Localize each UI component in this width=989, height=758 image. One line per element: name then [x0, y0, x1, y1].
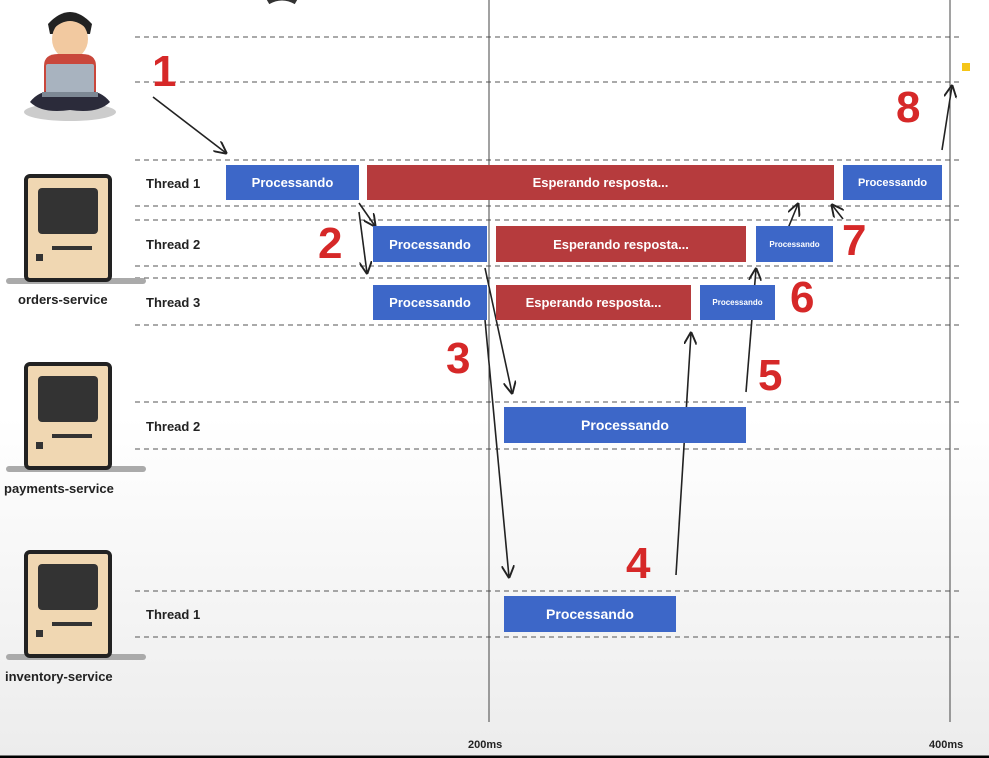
- arrow-step-3a: [484, 267, 512, 393]
- processing-bar: Processando: [226, 165, 359, 200]
- service-label-orders: orders-service: [18, 292, 108, 307]
- step-number-5: 5: [758, 351, 783, 400]
- waiting-bar: Esperando resposta...: [496, 226, 746, 262]
- tick-label-400ms: 400ms: [929, 739, 964, 751]
- step-number-3: 3: [446, 334, 471, 383]
- arrow-step-7: [832, 205, 843, 220]
- step-number-4: 4: [626, 539, 651, 588]
- arrow-step-2a: [358, 202, 375, 226]
- waiting-bar: Esperando resposta...: [496, 285, 691, 320]
- lane-separators: [135, 36, 962, 638]
- thread-label-orders-1: Thread 1: [146, 176, 201, 191]
- waiting-bar: Esperando resposta...: [367, 165, 834, 200]
- arrow-step-3b: [484, 319, 509, 577]
- step-number-8: 8: [896, 83, 921, 132]
- processing-bar: Processando: [756, 226, 833, 262]
- processing-bar: Processando: [373, 226, 487, 262]
- processing-bar: Processando: [504, 596, 676, 632]
- service-label-inventory: inventory-service: [5, 669, 113, 684]
- computer-icon: [6, 550, 146, 660]
- processing-bar: Processando: [373, 285, 487, 320]
- processing-bar: Processando: [504, 407, 746, 443]
- step-number-2: 2: [318, 219, 343, 268]
- step-number-6: 6: [790, 273, 815, 322]
- computer-icon: [6, 174, 146, 284]
- step-number-7: 7: [842, 216, 867, 265]
- service-label-payments: payments-service: [4, 481, 114, 496]
- processing-bar: Processando: [843, 165, 942, 200]
- thread-label-orders-3: Thread 3: [146, 295, 201, 310]
- step-number-1: 1: [152, 47, 177, 96]
- processing-bar: Processando: [700, 285, 775, 320]
- arrow-step-8: [941, 86, 952, 151]
- thread-label-inventory-1: Thread 1: [146, 607, 201, 622]
- computer-icon: [6, 362, 146, 472]
- user-with-laptop-icon: [24, 12, 116, 121]
- tick-label-200ms: 200ms: [468, 739, 503, 751]
- thread-label-orders-2: Thread 2: [146, 237, 201, 252]
- marker-dot: [962, 63, 970, 71]
- thread-label-payments-2: Thread 2: [146, 419, 201, 434]
- arrow-step-1: [152, 96, 226, 153]
- arrow-step-4: [675, 333, 691, 576]
- partial-circle: [266, 0, 298, 5]
- arrow-step-2b: [358, 211, 367, 273]
